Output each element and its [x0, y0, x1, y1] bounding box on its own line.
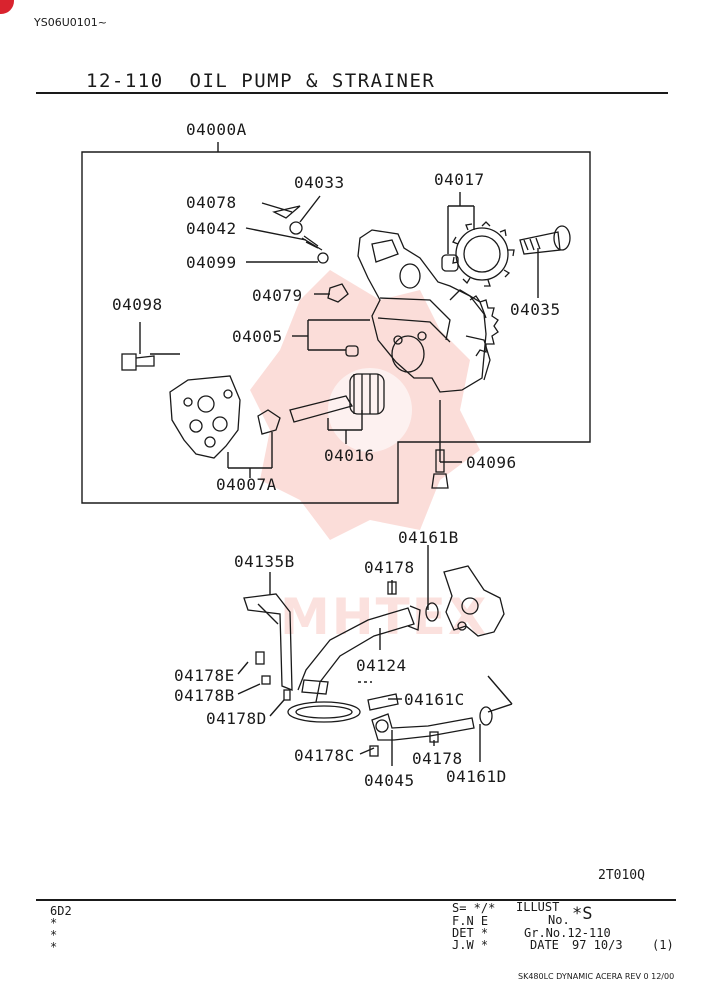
- label-04178E: 04178E: [174, 666, 235, 685]
- fne-label: F.N E: [452, 914, 489, 928]
- no-value: *S: [572, 904, 593, 924]
- label-04098: 04098: [112, 295, 163, 314]
- label-04161B: 04161B: [398, 528, 459, 547]
- label-04079: 04079: [252, 286, 303, 305]
- engine-code: 6D2: [50, 904, 72, 918]
- label-04178D: 04178D: [206, 709, 267, 728]
- det-label: DET *: [452, 926, 489, 940]
- date-label: DATE: [530, 938, 559, 952]
- label-04096: 04096: [466, 453, 517, 472]
- label-04178B: 04178B: [174, 686, 235, 705]
- label-04178C: 04178C: [294, 746, 355, 765]
- label-04035: 04035: [510, 300, 561, 319]
- label-04178-bot: 04178: [412, 749, 463, 768]
- s-field: S= */*: [452, 901, 496, 915]
- section-title: 12-110 OIL PUMP & STRAINER: [86, 70, 436, 92]
- label-04178-top: 04178: [364, 558, 415, 577]
- star-2: *: [50, 928, 58, 942]
- label-04042: 04042: [186, 219, 237, 238]
- star-1: *: [50, 916, 58, 930]
- label-04124: 04124: [356, 656, 407, 675]
- label-04033: 04033: [294, 173, 345, 192]
- label-04135B: 04135B: [234, 552, 295, 571]
- footer-rule: [36, 899, 676, 901]
- star-3: *: [50, 940, 58, 954]
- no-label: No.: [548, 913, 570, 927]
- label-04161D: 04161D: [446, 767, 507, 786]
- label-04161C: 04161C: [404, 690, 465, 709]
- illustration-code: 2T010Q: [598, 868, 645, 883]
- label-04017: 04017: [434, 170, 485, 189]
- page-number: (1): [652, 938, 674, 952]
- label-04045: 04045: [364, 771, 415, 790]
- date-value: 97 10/3: [572, 938, 623, 952]
- group-number: Gr.No.12-110: [524, 926, 611, 940]
- assembly-boundary: [81, 142, 591, 504]
- label-04005: 04005: [232, 327, 283, 346]
- label-04016: 04016: [324, 446, 375, 465]
- label-04099: 04099: [186, 253, 237, 272]
- jw-label: J.W *: [452, 938, 489, 952]
- label-assembly: 04000A: [186, 120, 247, 139]
- model-revision: SK480LC DYNAMIC ACERA REV 0 12/00: [518, 972, 675, 981]
- label-04078: 04078: [186, 193, 237, 212]
- title-rule: [36, 92, 668, 94]
- label-04007A: 04007A: [216, 475, 277, 494]
- doc-code: YS06U0101~: [34, 16, 107, 29]
- illust-label: ILLUST: [516, 900, 560, 914]
